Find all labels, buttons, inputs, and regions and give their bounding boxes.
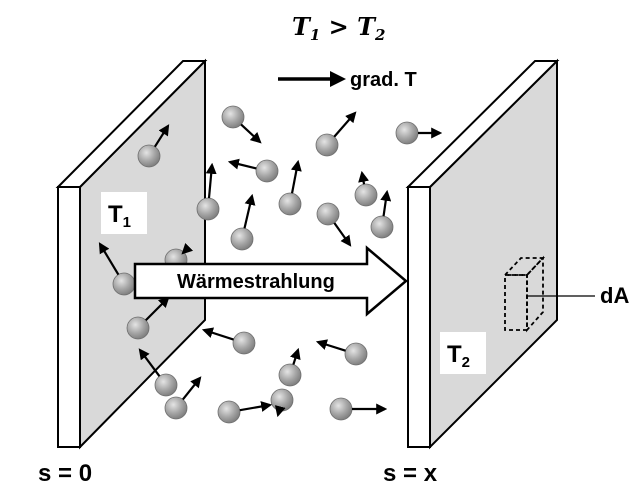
area-element-dA [502, 255, 546, 333]
molecule-icon [196, 162, 220, 221]
velocity-arrow-icon [243, 193, 256, 229]
molecule-icon [201, 327, 256, 355]
molecule-icon [354, 170, 378, 207]
velocity-arrow-icon [205, 162, 217, 199]
radiation-label: Wärmestrahlung [177, 271, 335, 293]
velocity-arrow-icon [240, 123, 262, 144]
velocity-arrow-icon [153, 124, 170, 148]
molecule-icon [315, 339, 368, 366]
area-label: dA [600, 283, 629, 308]
molecule-icon [137, 124, 170, 168]
velocity-arrow-icon [333, 111, 357, 138]
velocity-arrow-icon [290, 347, 301, 365]
molecule-icon [278, 347, 302, 387]
molecule-icon [217, 400, 273, 424]
velocity-arrow-icon [274, 405, 286, 418]
right-plate-label: T2 [447, 341, 470, 371]
molecule-icon [126, 296, 170, 340]
radiation-arrow: Wärmestrahlung [133, 245, 408, 317]
velocity-arrow-icon [290, 159, 302, 194]
velocity-arrow-icon [380, 189, 392, 217]
gradient-label: grad. T [350, 69, 417, 91]
molecule-icon [270, 388, 294, 418]
velocity-arrow-icon [333, 222, 352, 247]
molecule-icon [315, 111, 357, 157]
velocity-arrow-icon [358, 170, 369, 185]
left-plate-label-box [101, 192, 147, 234]
velocity-arrow-icon [98, 242, 120, 276]
radiation-arrow-shape [133, 245, 408, 317]
molecule-icon [230, 193, 256, 251]
molecule-icon [329, 397, 388, 421]
molecule-icon [138, 348, 178, 397]
right-position-label: s = x [383, 460, 438, 487]
molecule-icon [278, 159, 302, 216]
molecule-icon [370, 189, 394, 239]
title-inequality: T1 > T2 [292, 12, 385, 44]
molecule-icon [227, 158, 279, 183]
right-plate-edge-front [407, 186, 431, 448]
right-plate [405, 58, 560, 450]
molecule-icon [221, 105, 262, 144]
velocity-arrow-icon [138, 348, 161, 377]
left-position-label: s = 0 [38, 460, 92, 487]
left-plate-edge-front [57, 186, 81, 448]
left-plate [55, 58, 208, 450]
velocity-arrow-icon [315, 339, 346, 352]
right-plate-label-box [440, 332, 486, 374]
velocity-arrow-icon [181, 242, 194, 255]
molecule-icon [395, 121, 443, 145]
velocity-arrow-icon [227, 158, 257, 170]
velocity-arrow-icon [182, 376, 202, 401]
velocity-arrow-icon [145, 296, 170, 321]
velocity-arrow-icon [239, 401, 273, 412]
molecule-icon [164, 376, 202, 420]
molecule-icon [316, 202, 352, 247]
left-plate-label: T1 [108, 201, 131, 231]
gradient-arrow-icon [278, 71, 346, 87]
velocity-arrow-icon [201, 327, 234, 341]
